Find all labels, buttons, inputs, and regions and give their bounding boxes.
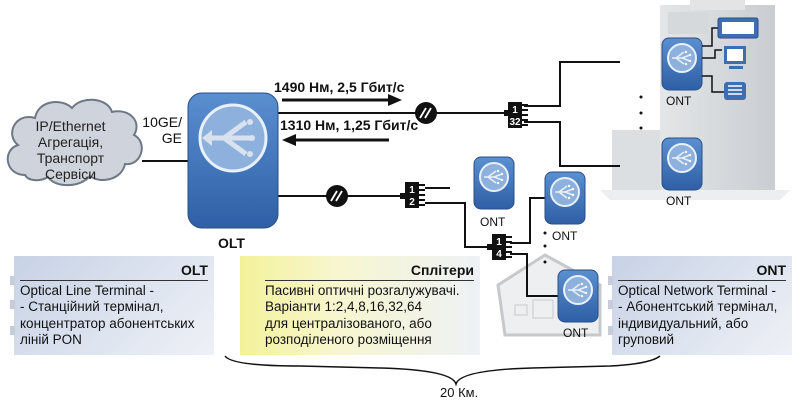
- olt-label: OLT: [218, 235, 245, 251]
- box-tab: [10, 276, 15, 285]
- ont-info-box: ONT Optical Network Terminal - - Абонент…: [612, 256, 792, 355]
- ellipsis-dots: [543, 95, 643, 264]
- uplink-label: 10GE/ GE: [140, 114, 182, 146]
- ont-box-line: Optical Network Terminal -: [618, 282, 777, 298]
- cloud-line: IP/Ethernet: [35, 118, 106, 134]
- distance-brace: [224, 355, 661, 387]
- ont-device: [473, 156, 515, 210]
- ont-box-line: індивидуальний, або: [618, 315, 749, 331]
- splitter-ratio-bottom: 32: [509, 117, 521, 128]
- splitter-ratio-top: 1: [496, 237, 502, 248]
- ont-label: ONT: [563, 326, 589, 340]
- splitter-1-4: 1 4: [487, 234, 512, 260]
- ont-label: ONT: [666, 194, 692, 208]
- splitter-box-line: для централізованого, або: [265, 315, 432, 331]
- olt-box-line: Optical Line Terminal -: [20, 282, 155, 298]
- ont-box-line: груповий: [618, 332, 675, 347]
- ont-device: [661, 137, 703, 191]
- splitter-ratio-bottom: 2: [409, 197, 415, 208]
- box-tab: [608, 300, 613, 309]
- cloud-line: Сервіси: [44, 166, 97, 182]
- splitter-1-2: 1 2: [400, 182, 425, 208]
- cloud-label: IP/Ethernet Агрегація, Транспорт Сервіси: [18, 118, 123, 182]
- upstream-arrow: [282, 134, 389, 146]
- ont-label: ONT: [552, 229, 578, 243]
- ont-label: ONT: [480, 215, 506, 229]
- splitter-ratio-bottom: 4: [496, 249, 502, 260]
- connector-icon: [326, 185, 348, 207]
- phone-icon: [724, 82, 746, 100]
- box-tab: [10, 300, 15, 309]
- olt-info-box: OLT Optical Line Terminal - - Станційний…: [14, 256, 214, 355]
- splitter-ratio-top: 1: [409, 185, 415, 196]
- splitter-box-title: Сплітери: [265, 262, 474, 281]
- olt-box-line: - Станційний термінал,: [20, 299, 164, 314]
- upstream-label: 1310 Нм, 1,25 Гбит/с: [280, 117, 419, 133]
- olt-box-line: ліній PON: [20, 332, 82, 347]
- downstream-arrow: [282, 94, 402, 106]
- box-tab: [608, 326, 613, 335]
- splitter-box-line: Пасивні оптичні розгалужувачі.: [265, 282, 460, 298]
- ont-device: [661, 37, 703, 91]
- end-user-devices: [702, 27, 724, 93]
- uplink-label-line: 10GE/: [142, 114, 182, 130]
- splitter-ratio-top: 1: [512, 105, 518, 116]
- connector-icon: [415, 102, 437, 124]
- uplink-label-line: GE: [161, 130, 182, 146]
- ont-box-line: - Абонентський термінал,: [618, 299, 778, 314]
- tv-icon: [717, 17, 759, 39]
- splitter-box-line: Варіанти 1:2,4,8,16,32,64: [265, 299, 423, 314]
- distance-label: 20 Км.: [440, 385, 479, 400]
- ont-label: ONT: [666, 94, 692, 108]
- splitter-1-32: 1 32: [504, 102, 528, 128]
- olt-box-title: OLT: [20, 262, 208, 281]
- downstream-label: 1490 Нм, 2,5 Гбит/с: [274, 79, 405, 95]
- ont-device: [557, 269, 599, 323]
- olt-device: [187, 92, 279, 229]
- ont-device: [544, 171, 586, 225]
- cloud-shape: [6, 98, 143, 187]
- splitter-info-box: Сплітери Пасивні оптичні розгалужувачі. …: [240, 256, 480, 355]
- box-tab: [608, 276, 613, 285]
- computer-icon: [724, 46, 746, 69]
- cloud-line: Транспорт: [36, 150, 105, 166]
- olt-box-line: концентратор абонентських: [20, 315, 195, 331]
- splitter-box-line: розподіленого розміщення: [265, 332, 432, 347]
- box-tab: [10, 326, 15, 335]
- cloud-line: Агрегація,: [37, 134, 104, 150]
- ont-box-title: ONT: [618, 262, 786, 281]
